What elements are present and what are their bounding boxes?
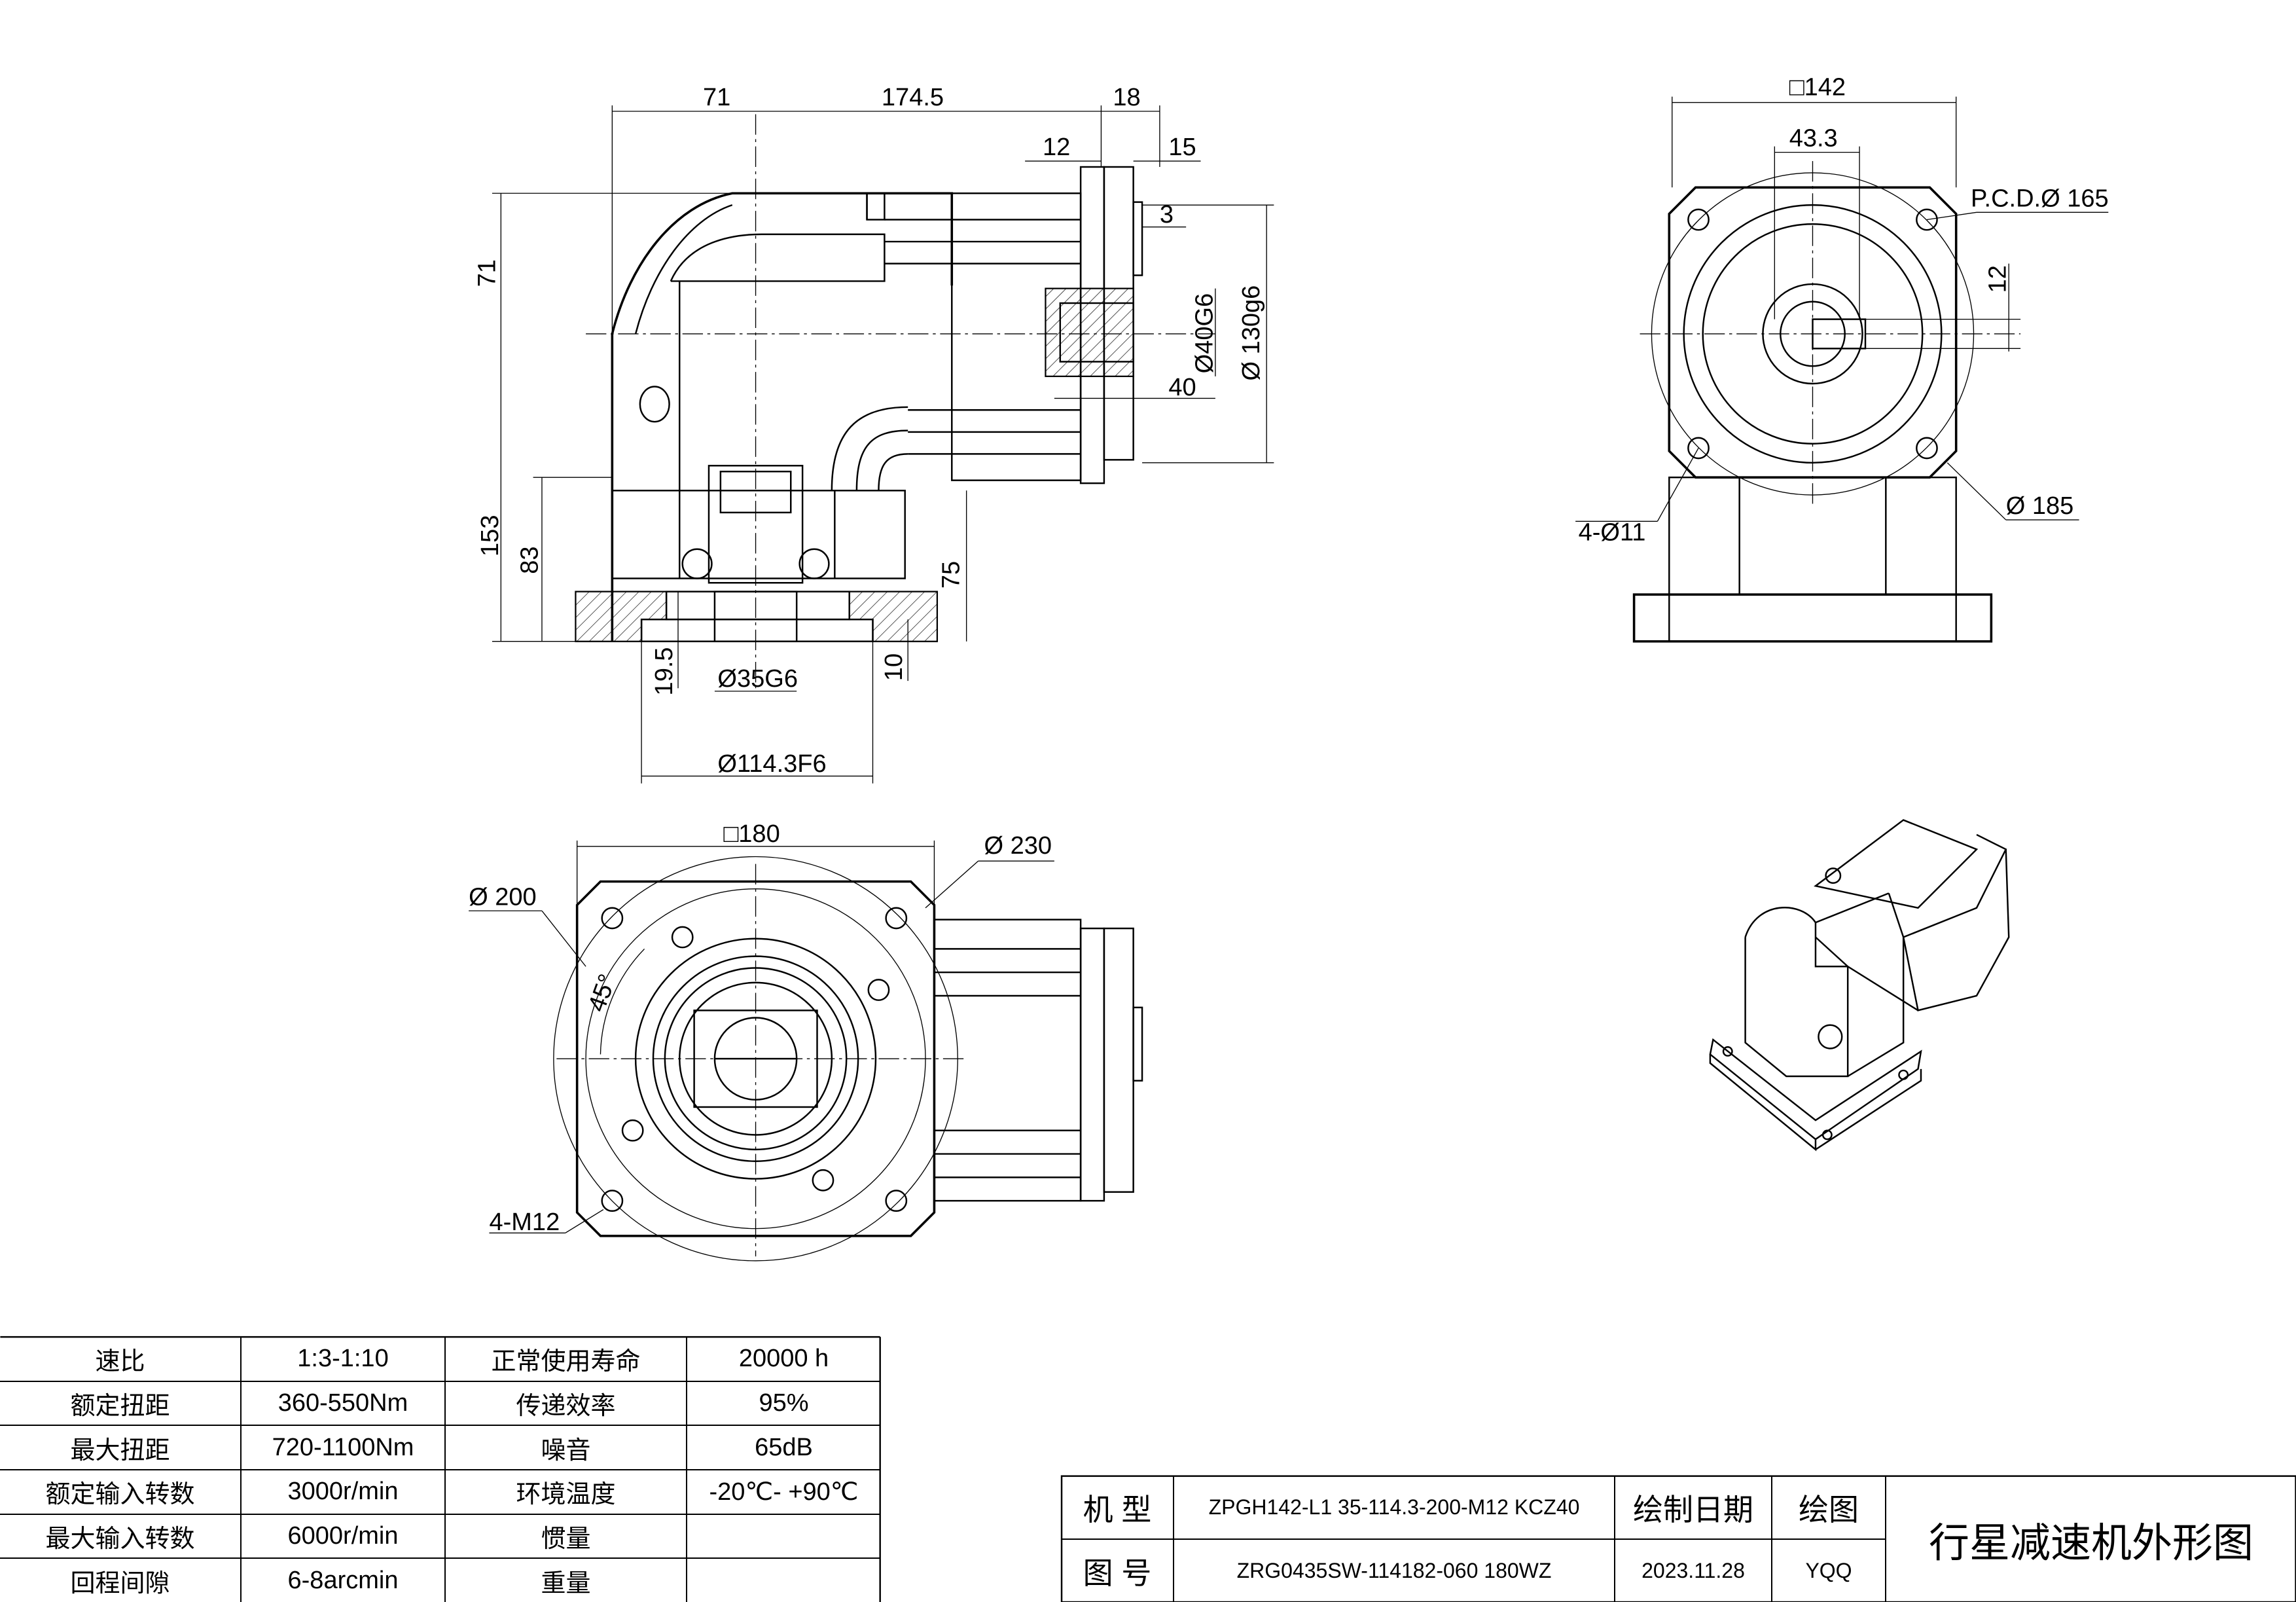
dim-12-front: 12 [1043, 134, 1070, 161]
drawing-no-label: 图 号 [1062, 1539, 1174, 1602]
isometric-view [1709, 819, 2010, 1152]
date-value: 2023.11.28 [1615, 1539, 1772, 1602]
drawer-value: YQQ [1772, 1539, 1886, 1602]
value-backlash: 6-8arcmin [241, 1558, 446, 1602]
table-row: 额定扭距 360-550Nm 传递效率 95% [0, 1381, 880, 1426]
dim-45-deg: 45° [583, 971, 622, 1015]
value-ambient-temp: -20℃- +90℃ [709, 1478, 859, 1506]
dim-40: 40 [1168, 374, 1196, 401]
table-row: 最大输入转数 6000r/min 惯量 [0, 1514, 880, 1559]
dim-holes-11: 4-Ø11 [1579, 519, 1646, 546]
title-block: 机 型 ZPGH142-L1 35-114.3-200-M12 KCZ40 绘制… [1062, 1476, 2296, 1602]
dim-71-top: 71 [703, 84, 730, 111]
dim-200: Ø 200 [469, 883, 537, 911]
dim-18: 18 [1113, 84, 1140, 111]
drawing-no-value: ZRG0435SW-114182-060 180WZ [1174, 1539, 1615, 1602]
dim-130g6: Ø 130g6 [1238, 285, 1265, 381]
dim-35G6: Ø35G6 [717, 665, 798, 693]
dim-40G6: Ø40G6 [1191, 293, 1218, 374]
dim-sq180: □180 [723, 820, 780, 848]
label-max-torque: 最大扭距 [0, 1425, 242, 1470]
bottom-view: □180 Ø 230 Ø 200 45° 4-M12 [469, 820, 1143, 1262]
spec-table: 速比 1:3-1:10 正常使用寿命 20000 h 额定扭距 360-550N… [0, 1338, 880, 1602]
value-max-input-speed: 6000r/min [241, 1514, 446, 1559]
dim-174-5: 174.5 [882, 84, 944, 111]
dim-4-m12: 4-M12 [489, 1209, 560, 1236]
value-life: 20000 h [738, 1345, 829, 1373]
dim-75: 75 [937, 561, 965, 589]
value-ratio: 1:3-1:10 [241, 1338, 446, 1381]
label-max-input-speed: 最大输入转数 [0, 1514, 242, 1559]
label-weight: 重量 [445, 1558, 687, 1602]
drawer-label: 绘图 [1772, 1476, 1886, 1539]
dim-10: 10 [880, 653, 908, 681]
dim-153: 153 [476, 515, 504, 556]
drawing-title: 行星减速机外形图 [1928, 1521, 2253, 1566]
label-efficiency: 传递效率 [445, 1381, 687, 1426]
model-value: ZPGH142-L1 35-114.3-200-M12 KCZ40 [1174, 1476, 1615, 1539]
value-rated-torque: 360-550Nm [241, 1381, 446, 1426]
dim-185: Ø 185 [2006, 492, 2074, 520]
value-noise: 65dB [755, 1433, 813, 1461]
table-row: 回程间隙 6-8arcmin 重量 [0, 1558, 880, 1602]
dim-83: 83 [516, 547, 543, 574]
dim-sq142: □142 [1789, 73, 1846, 101]
label-rated-torque: 额定扭距 [0, 1381, 242, 1426]
value-weight [687, 1558, 880, 1602]
value-inertia [687, 1514, 880, 1559]
label-inertia: 惯量 [445, 1514, 687, 1559]
side-view: □142 43.3 P.C.D.Ø 165 12 Ø 185 4-Ø11 [1575, 73, 2109, 643]
value-rated-input-speed: 3000r/min [241, 1469, 446, 1514]
date-label: 绘制日期 [1615, 1476, 1772, 1539]
table-row: 最大扭距 720-1100Nm 噪音 65dB [0, 1425, 880, 1470]
dim-15: 15 [1168, 134, 1196, 161]
dim-3: 3 [1160, 201, 1174, 228]
value-max-torque: 720-1100Nm [241, 1425, 446, 1470]
label-ratio: 速比 [0, 1338, 242, 1381]
model-label: 机 型 [1062, 1476, 1174, 1539]
value-efficiency: 95% [759, 1389, 809, 1417]
label-rated-input-speed: 额定输入转数 [0, 1469, 242, 1514]
front-view: 71 174.5 18 12 15 3 71 Ø40G6 Ø 130g6 40 … [473, 84, 1274, 784]
dim-19-5: 19.5 [651, 647, 678, 695]
dim-12-side: 12 [1984, 265, 2012, 293]
label-backlash: 回程间隙 [0, 1558, 242, 1602]
table-row: 额定输入转数 3000r/min 环境温度 -20℃- +90℃ [0, 1469, 880, 1514]
label-noise: 噪音 [445, 1425, 687, 1470]
dim-71-left: 71 [473, 259, 501, 287]
dim-114-3F6: Ø114.3F6 [717, 750, 826, 778]
table-row: 速比 1:3-1:10 正常使用寿命 20000 h [0, 1338, 880, 1381]
dim-230: Ø 230 [984, 832, 1052, 860]
label-life: 正常使用寿命 [445, 1338, 687, 1381]
label-ambient-temp: 环境温度 [445, 1469, 687, 1514]
dim-43-3: 43.3 [1789, 125, 1838, 153]
dim-pcd165: P.C.D.Ø 165 [1971, 185, 2109, 212]
